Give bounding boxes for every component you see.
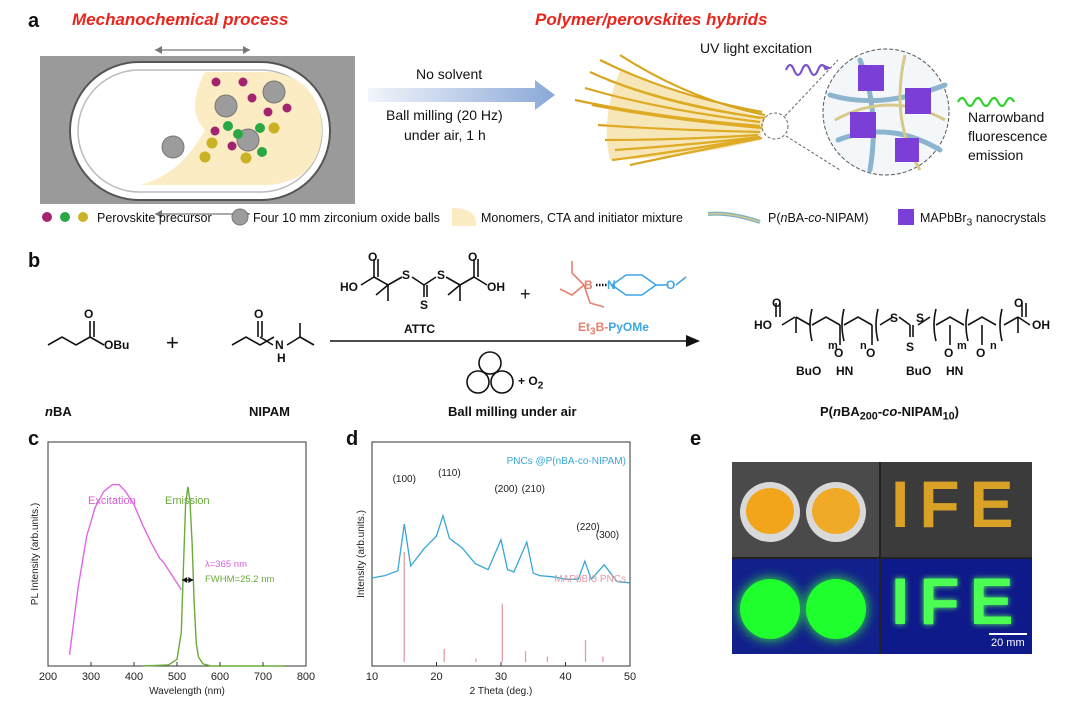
nba-label: nBA: [45, 404, 72, 419]
repeat-n: n: [860, 340, 867, 352]
peak-label: (300): [596, 530, 619, 541]
product-oxygen: O: [944, 346, 953, 360]
product-oxygen: O: [772, 296, 781, 310]
y-axis-label: PL Intensity (arb.units.): [30, 503, 41, 605]
legend-nanocrystals: MAPbBr3 nanocrystals: [920, 211, 1046, 229]
pyridine-nitrogen: N: [607, 278, 616, 292]
ife-letters-daylight: IFE: [891, 466, 1024, 542]
legend-pncs-hybrid: PNCs @P(nBA-co-NIPAM): [507, 456, 626, 467]
x-axis-label: Wavelength (nm): [149, 686, 225, 697]
x-tick-label: 30: [495, 671, 507, 683]
nipam-oxygen: O: [254, 307, 263, 321]
product-buo: BuO: [796, 364, 821, 378]
product-oxygen: O: [976, 346, 985, 360]
attc-oh: OH: [487, 280, 505, 294]
y-axis-label: Intensity (arb.units.): [356, 510, 367, 598]
x-tick-label: 500: [168, 671, 186, 683]
nipam-hydrogen: H: [277, 351, 286, 365]
zirconia-ball: [263, 81, 285, 103]
nipam-label: NIPAM: [249, 404, 290, 419]
photo-uv-vials: [732, 559, 879, 654]
photo-daylight-vials: [732, 462, 879, 557]
x-tick-label: 300: [82, 671, 100, 683]
fwhm-label: FWHM=25.2 nm: [205, 574, 275, 585]
uv-wave: [786, 65, 826, 75]
panel-e-label: e: [690, 428, 701, 451]
ball-milling-condition: Ball milling under air: [448, 404, 577, 419]
plus-sign: +: [166, 330, 179, 356]
peak-label: (110): [438, 468, 461, 479]
x-tick-label: 800: [297, 671, 315, 683]
photo-grid: IFE IFE 20 mm: [732, 462, 1032, 654]
ife-letters-uv: IFE: [891, 563, 1024, 639]
legend-mapbbr3-pncs: MAPbBr3 PNCs: [554, 574, 626, 585]
product-sulfur: S: [916, 311, 924, 325]
attc-ho: HO: [340, 280, 358, 294]
ball-milling-text: Ball milling (20 Hz): [386, 107, 503, 123]
product-buo: BuO: [906, 364, 931, 378]
legend-balls: Four 10 mm zirconium oxide balls: [253, 211, 440, 225]
x-tick-label: 50: [624, 671, 636, 683]
product-sulfur: S: [890, 311, 898, 325]
series-excitation-line: [70, 485, 182, 655]
legend-polymer: P(nBA-co-NIPAM): [768, 211, 869, 225]
repeat-n: n: [990, 340, 997, 352]
et3b-pyome-label: Et3B-PyOMe: [578, 320, 649, 337]
product-hn: HN: [946, 364, 963, 378]
photo-daylight-letters: IFE: [881, 462, 1032, 557]
x-tick-label: 700: [254, 671, 272, 683]
x-tick-label: 400: [125, 671, 143, 683]
excitation-label: Excitation: [88, 495, 136, 507]
scale-label: 20 mm: [991, 637, 1025, 649]
peak-label: (100): [393, 474, 416, 485]
lambda-label: λ=365 nm: [205, 559, 247, 570]
scale-bar: [989, 633, 1027, 635]
emission-wave: [958, 98, 1014, 106]
attc-sulfur-2: S: [437, 268, 445, 282]
uv-label: UV light excitation: [700, 40, 812, 56]
attc-label: ATTC: [404, 322, 435, 336]
zirconia-ball: [215, 95, 237, 117]
under-air-text: under air, 1 h: [404, 127, 486, 143]
photo-uv-letters: IFE 20 mm: [881, 559, 1032, 654]
repeat-m: m: [957, 340, 967, 352]
process-arrow: [368, 80, 555, 110]
product-sulfur: S: [906, 340, 914, 354]
attc-sulfur-1: S: [402, 268, 410, 282]
x-tick-label: 200: [39, 671, 57, 683]
emission-label: Emission: [165, 495, 210, 507]
legend-precursor: Perovskite precursor: [97, 211, 212, 225]
oxygen-label: + O2: [518, 374, 543, 391]
no-solvent-text: No solvent: [416, 66, 482, 82]
product-oxygen: O: [1014, 296, 1023, 310]
product-hn: HN: [836, 364, 853, 378]
product-oh: OH: [1032, 318, 1050, 332]
nba-obu: OBu: [104, 338, 129, 352]
peak-label: (210): [522, 484, 545, 495]
x-axis-label: 2 Theta (deg.): [470, 686, 533, 697]
attc-oxygen-1: O: [368, 250, 377, 264]
xrd-chart: 10 20 30 40 50 2 Theta (deg.) Intensity (arb.u…: [340, 430, 650, 705]
x-tick-label: 600: [211, 671, 229, 683]
product-ho: HO: [754, 318, 772, 332]
product-oxygen: O: [866, 346, 875, 360]
nba-oxygen: O: [84, 307, 93, 321]
product-label: P(nBA200-co-NIPAM10): [820, 404, 959, 423]
boron: B: [584, 278, 593, 292]
peak-label: (200): [494, 484, 517, 495]
nipam-nitrogen: N: [275, 338, 284, 352]
methoxy-oxygen: O: [666, 278, 675, 292]
x-tick-label: 10: [366, 671, 378, 683]
attc-oxygen-2: O: [468, 250, 477, 264]
plot-frame: [48, 442, 306, 666]
attc-sulfur-3: S: [420, 298, 428, 312]
x-tick-label: 20: [430, 671, 442, 683]
zirconia-ball: [162, 136, 184, 158]
repeat-m: m: [828, 340, 838, 352]
plus-sign: +: [520, 284, 531, 305]
x-tick-label: 40: [559, 671, 571, 683]
legend-monomers: Monomers, CTA and initiator mixture: [481, 211, 683, 225]
